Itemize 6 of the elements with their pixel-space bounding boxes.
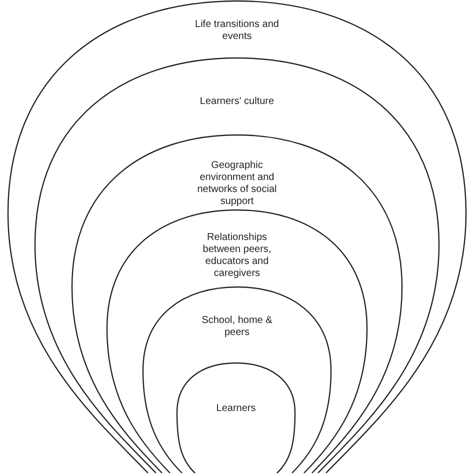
ring-label: Learners [215,403,257,415]
ring-label: Learners' culture [198,96,276,108]
ring-label: School, home & peers [200,315,274,339]
ring-label: Life transitions and events [194,19,280,43]
ring-label: Geographic environment and networks of social support [196,160,278,208]
ring-label: Relationships between peers, educators and caregivers [202,232,272,280]
